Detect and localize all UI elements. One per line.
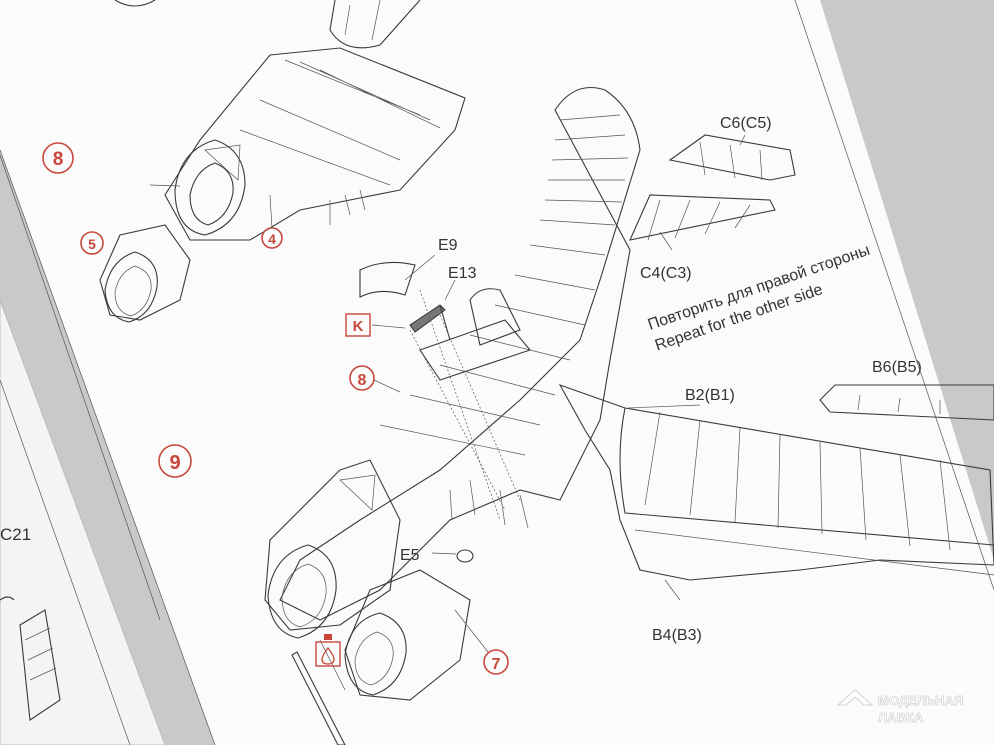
- step-9-badge: 9: [158, 444, 192, 478]
- callout-5: 5: [80, 231, 104, 255]
- left-page-tail-drawing: [0, 596, 61, 721]
- step9-nacelle-drawing: [264, 459, 529, 639]
- leader-line: [149, 184, 181, 187]
- propeller-drawing: [291, 639, 346, 745]
- step-frame-line: [0, 154, 161, 621]
- engine-7-drawing: [344, 569, 471, 701]
- callout-7-number: 7: [492, 656, 501, 673]
- watermark: МОДЕЛЬНАЯ ЛАВКА: [836, 689, 964, 725]
- step8-nacelle-drawing: [164, 47, 466, 241]
- step-8-number: 8: [53, 149, 64, 170]
- callout-4-number: 4: [268, 231, 276, 247]
- watermark-line2: ЛАВКА: [878, 710, 924, 725]
- part-label-c4: C4(C3): [640, 265, 692, 282]
- leader-k: [371, 324, 406, 329]
- callout-8-number: 8: [358, 372, 367, 389]
- part-label-e9: E9: [438, 237, 458, 254]
- callout-4: 4: [261, 227, 283, 249]
- watermark-line1: МОДЕЛЬНАЯ: [878, 693, 963, 708]
- leader-7: [454, 609, 489, 653]
- leader-b2: [627, 404, 701, 409]
- part-label-e13: E13: [448, 265, 477, 282]
- leader-8: [373, 379, 401, 393]
- part-label-c6: C6(C5): [720, 115, 772, 132]
- top-fragment-drawing: [114, 0, 421, 49]
- leader-4: [269, 194, 273, 229]
- fuselage-drawing: [279, 86, 641, 621]
- flap-b6-drawing: [819, 384, 994, 421]
- step-8-badge: 8: [42, 142, 74, 174]
- leader-b4: [664, 579, 681, 601]
- glue-symbol-box: [315, 634, 341, 667]
- part-label-b6: B6(B5): [872, 359, 922, 376]
- wing-drawing: [558, 383, 994, 581]
- page-edge: [0, 149, 216, 745]
- assembly-guide-lines: [409, 289, 521, 521]
- k-symbol-box: K: [345, 313, 371, 337]
- callout-8: 8: [349, 365, 375, 391]
- part-e5-drawing: [431, 549, 474, 563]
- part-label-e5: E5: [400, 547, 420, 564]
- callout-5-number: 5: [88, 236, 96, 252]
- stabilizer-c6-drawing: [668, 134, 796, 181]
- left-page-frame: [0, 379, 131, 745]
- watermark-logo-icon: [836, 689, 874, 706]
- part-label-b4: B4(B3): [652, 627, 702, 644]
- part-label-b2: B2(B1): [685, 387, 735, 404]
- step-9-number: 9: [169, 452, 180, 474]
- frame-line-right: [794, 0, 994, 591]
- left-page: [0, 299, 166, 745]
- stabilizer-c4-drawing: [629, 194, 776, 251]
- callout-7: 7: [483, 649, 509, 675]
- part-label-c21: C21: [0, 525, 31, 544]
- k-symbol-letter: K: [353, 318, 364, 335]
- cowling-5-drawing: [99, 224, 191, 323]
- part-e9-drawing: [359, 254, 436, 298]
